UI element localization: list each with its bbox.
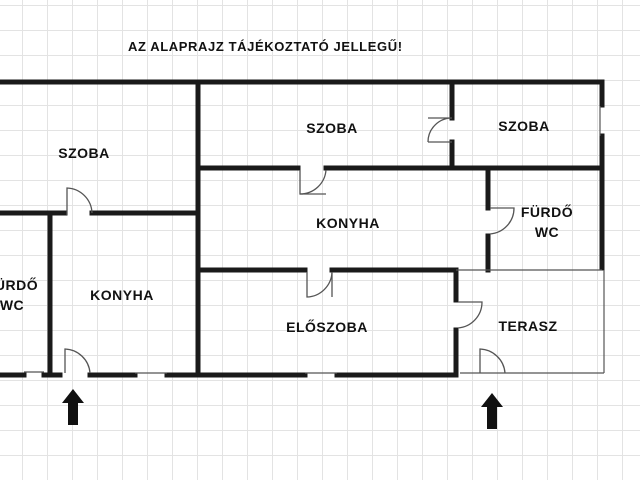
door-swing <box>64 348 91 374</box>
room-label-terasz: TERASZ <box>498 318 558 334</box>
room-label-szoba-left: SZOBA <box>58 145 110 161</box>
room-label-furdo-left: FÜRDŐ WC <box>0 275 38 315</box>
room-label-furdo-right-line2: WC <box>534 224 560 240</box>
room-label-furdo-left-line2: WC <box>0 297 25 313</box>
door-swing <box>479 348 506 374</box>
room-label-szoba-right: SZOBA <box>498 118 550 134</box>
door-swing <box>427 117 453 143</box>
door-swing <box>66 187 93 215</box>
room-label-furdo-left-line1: FÜRDŐ <box>0 277 39 293</box>
door-swing <box>299 169 327 195</box>
room-label-konyha-left: KONYHA <box>90 287 154 303</box>
entrance-arrow-icon <box>481 393 503 429</box>
room-label-szoba-mid: SZOBA <box>306 120 358 136</box>
door-swing <box>306 271 333 298</box>
room-label-eloszoba: ELŐSZOBA <box>286 319 368 335</box>
door-swing <box>489 207 515 235</box>
plan-disclaimer: AZ ALAPRAJZ TÁJÉKOZTATÓ JELLEGŰ! <box>128 39 403 54</box>
door-swing <box>457 301 483 329</box>
room-label-konyha-mid: KONYHA <box>316 215 380 231</box>
room-label-furdo-right: FÜRDŐ WC <box>521 202 573 242</box>
entrance-arrow-icon <box>62 389 84 425</box>
room-label-furdo-right-line1: FÜRDŐ <box>520 204 574 220</box>
